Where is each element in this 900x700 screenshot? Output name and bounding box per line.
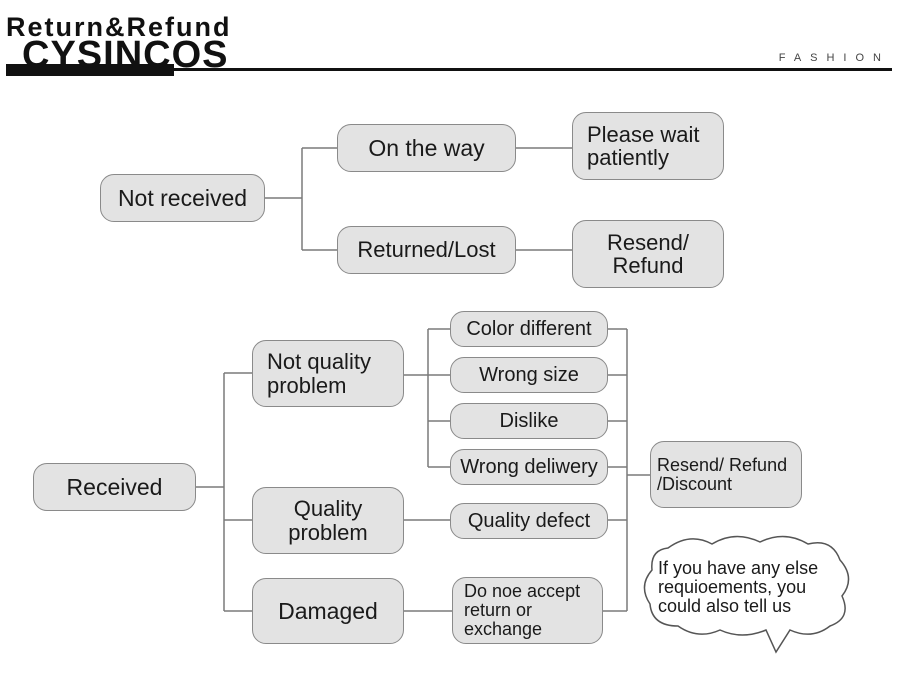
- brand-bar: [6, 64, 174, 76]
- resend-refund-node: Resend/ Refund: [572, 220, 724, 288]
- on-the-way-node: On the way: [337, 124, 516, 172]
- returned-lost-node: Returned/Lost: [337, 226, 516, 274]
- color-different-node: Color different: [450, 311, 608, 347]
- speech-bubble-text: If you have any else requioements, you c…: [658, 558, 819, 616]
- brand-logo: CYSINCOS: [22, 34, 229, 76]
- quality-problem-node: Quality problem: [252, 487, 404, 554]
- quality-defect-node: Quality defect: [450, 503, 608, 539]
- speech-bubble-shape: [643, 535, 850, 654]
- dislike-node: Dislike: [450, 403, 608, 439]
- tagline: FASHION: [778, 52, 890, 64]
- wrong-delivery-node: Wrong deliwery: [450, 449, 608, 485]
- do-not-accept-node: Do noe accept return or exchange: [452, 577, 603, 644]
- outcome-node: Resend/ Refund /Discount: [650, 441, 802, 508]
- received-node: Received: [33, 463, 196, 511]
- header-divider: [174, 68, 892, 71]
- page-title: Return&Refund: [6, 12, 232, 42]
- damaged-node: Damaged: [252, 578, 404, 644]
- wrong-size-node: Wrong size: [450, 357, 608, 393]
- not-quality-problem-node: Not quality problem: [252, 340, 404, 407]
- please-wait-node: Please wait patiently: [572, 112, 724, 180]
- not-received-node: Not received: [100, 174, 265, 222]
